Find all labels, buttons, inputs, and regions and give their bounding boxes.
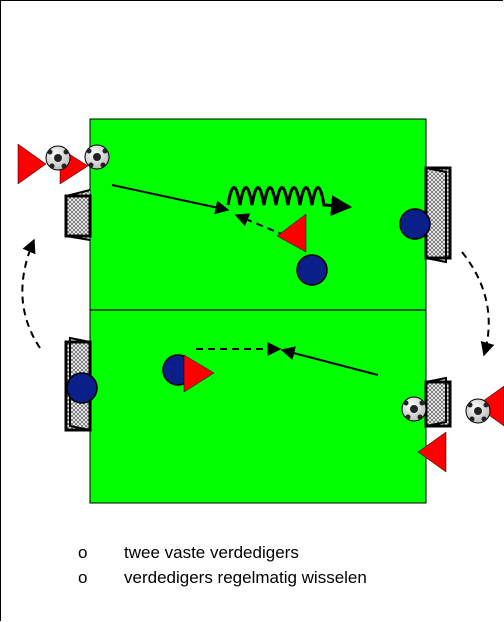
soccer-ball-icon: [45, 145, 71, 171]
soccer-ball-icon: [401, 396, 427, 422]
defender-dot-icon: [66, 372, 98, 404]
defender-dot-icon: [399, 208, 431, 240]
pass-arrow: [111, 184, 230, 215]
legend-item-label: twee vaste verdedigers: [124, 543, 299, 562]
goal-icon: [64, 189, 92, 241]
bullet-icon: o: [78, 568, 88, 587]
defender-dot-icon: [296, 254, 328, 286]
soccer-ball-icon: [84, 144, 110, 170]
red-flag-icon: [17, 143, 47, 185]
soccer-ball-icon: [465, 398, 491, 424]
rotation-arrow: [21, 238, 41, 349]
legend-item: o twee vaste verdedigers: [78, 540, 367, 565]
dribble-arrow: [226, 186, 353, 217]
field-top-half: [89, 118, 427, 311]
legend-item-label: verdedigers regelmatig wisselen: [124, 568, 367, 587]
bullet-icon: o: [78, 543, 88, 562]
shot-arrow: [280, 346, 379, 376]
legend-list: o twee vaste verdedigers o verdedigers r…: [78, 540, 367, 590]
red-flag-icon: [183, 354, 215, 393]
red-flag-icon: [417, 431, 447, 473]
field-bottom-half: [89, 309, 427, 504]
goal-icon: [424, 376, 452, 428]
legend-item: o verdedigers regelmatig wisselen: [78, 565, 367, 590]
goal-icon: [424, 166, 452, 264]
red-flag-icon: [276, 213, 307, 253]
rotation-arrow: [461, 251, 495, 357]
defender-run-arrow: [234, 213, 297, 241]
red-flag-icon: [475, 385, 504, 427]
